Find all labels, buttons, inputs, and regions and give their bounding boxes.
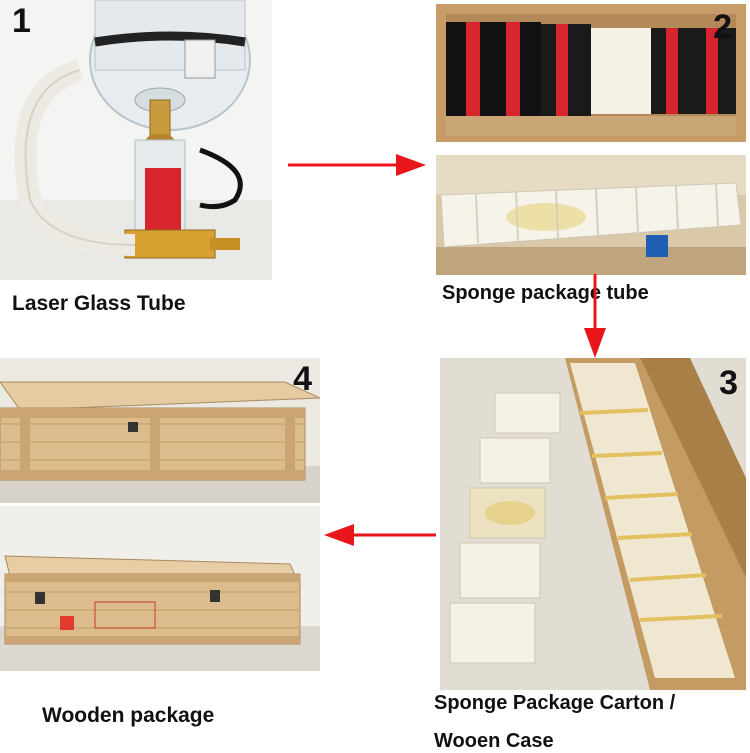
step-4-number: 4 [293,360,312,398]
step-1-number: 1 [12,2,31,40]
step-4-caption: Wooden package [42,704,215,727]
laser-glass-tube-photo: 1 [0,0,272,280]
step-1-caption: Laser Glass Tube [12,292,186,315]
step-3-caption-line-1: Sponge Package Carton / [434,692,676,714]
wooden-case-photo-top: 4 [0,358,320,503]
step-3-number: 3 [719,364,738,402]
sponge-tube-box-photo: 2 [436,4,746,142]
step-2-caption: Sponge package tube [442,282,649,304]
sponge-carton-wooden-case-photo: 3 [440,358,746,690]
wooden-case-photo-bottom [0,506,320,671]
arrow-left-icon [324,524,436,546]
step-2-number: 2 [713,8,732,46]
step-3-caption-line-2: Wooen Case [434,730,554,752]
sponge-package-tube-photo [436,155,746,275]
arrow-right-icon [288,154,426,176]
arrow-down-icon [584,274,606,358]
